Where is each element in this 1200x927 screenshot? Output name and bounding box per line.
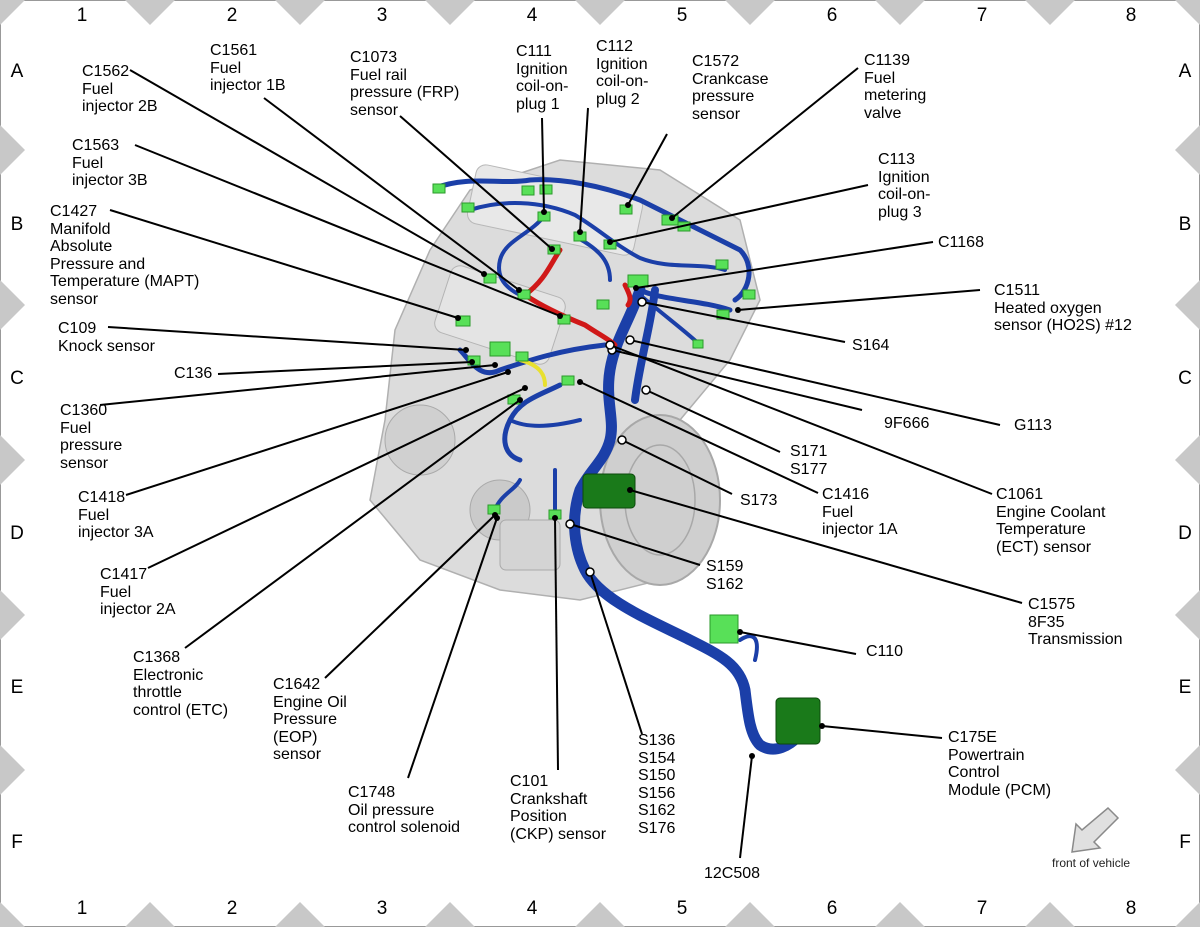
callout-c1427: C1427 Manifold Absolute Pressure and Tem… xyxy=(50,203,200,308)
grid-col-3-top: 3 xyxy=(376,5,388,26)
grid-col-1-top: 1 xyxy=(76,5,88,26)
grid-row-e-right: E xyxy=(1178,677,1192,698)
callout-c110: C110 xyxy=(866,643,904,660)
grid-col-5-bottom: 5 xyxy=(676,898,688,919)
callout-c113: C113 Ignition coil-on- plug 3 xyxy=(878,151,931,221)
callout-c111: C111 Ignition coil-on- plug 1 xyxy=(516,43,569,113)
callout-s173: S173 xyxy=(740,492,778,509)
grid-col-8-bottom: 8 xyxy=(1125,898,1137,919)
callout-c1642: C1642 Engine Oil Pressure (EOP) sensor xyxy=(273,676,347,763)
grid-col-6-top: 6 xyxy=(826,5,838,26)
grid-row-a-left: A xyxy=(10,61,24,82)
grid-col-4-top: 4 xyxy=(526,5,538,26)
callout-g113: G113 xyxy=(1014,417,1052,434)
callout-c175e: C175E Powertrain Control Module (PCM) xyxy=(948,729,1052,799)
callout-c112: C112 Ignition coil-on- plug 2 xyxy=(596,38,649,108)
callout-s171: S171 S177 xyxy=(790,443,828,478)
callout-c1561: C1561 Fuel injector 1B xyxy=(210,42,286,94)
callout-s136-group: S136 S154 S150 S156 S162 S176 xyxy=(638,732,676,837)
callout-c101: C101 Crankshaft Position (CKP) sensor xyxy=(510,773,607,843)
leader-arrowheads xyxy=(455,202,825,759)
grid-row-c-left: C xyxy=(10,368,24,389)
callout-9f666: 9F666 xyxy=(884,415,930,432)
grid-row-d-left: D xyxy=(10,523,24,544)
callout-c1416: C1416 Fuel injector 1A xyxy=(822,486,898,538)
grid-col-2-top: 2 xyxy=(226,5,238,26)
grid-row-f-right: F xyxy=(1179,832,1191,853)
callout-c1511: C1511 Heated oxygen sensor (HO2S) #12 xyxy=(994,282,1132,334)
grid-row-e-left: E xyxy=(10,677,24,698)
grid-row-a-right: A xyxy=(1178,61,1192,82)
callout-c1748: C1748 Oil pressure control solenoid xyxy=(348,784,461,836)
callout-s159: S159 S162 xyxy=(706,558,744,593)
leader-lines xyxy=(99,67,1023,859)
callout-c1360: C1360 Fuel pressure sensor xyxy=(60,402,123,472)
callout-c1139: C1139 Fuel metering valve xyxy=(864,52,927,122)
front-of-vehicle-label: front of vehicle xyxy=(1052,856,1131,870)
callout-c1563: C1563 Fuel injector 3B xyxy=(72,137,148,189)
grid-col-2-bottom: 2 xyxy=(226,898,238,919)
grid-row-c-right: C xyxy=(1178,368,1192,389)
callout-c1562: C1562 Fuel injector 2B xyxy=(82,63,158,115)
grid-col-7-top: 7 xyxy=(976,5,988,26)
callout-c109: C109 Knock sensor xyxy=(58,320,155,355)
front-of-vehicle-arrow-icon xyxy=(1071,806,1120,853)
grid-col-4-bottom: 4 xyxy=(526,898,538,919)
callout-c1368: C1368 Electronic throttle control (ETC) xyxy=(133,649,229,719)
grid-col-1-bottom: 1 xyxy=(76,898,88,919)
grid-row-b-left: B xyxy=(10,214,24,235)
splice-markers xyxy=(565,297,651,577)
grid-col-3-bottom: 3 xyxy=(376,898,388,919)
grid-row-d-right: D xyxy=(1178,523,1192,544)
callout-s164: S164 xyxy=(852,337,890,354)
callout-c1073: C1073 Fuel rail pressure (FRP) sensor xyxy=(350,49,460,119)
callout-c1575: C1575 8F35 Transmission xyxy=(1028,596,1123,648)
callout-c1572: C1572 Crankcase pressure sensor xyxy=(692,53,769,123)
wiring-harness xyxy=(432,177,806,755)
grid-col-8-top: 8 xyxy=(1125,5,1137,26)
grid-row-b-right: B xyxy=(1178,214,1192,235)
grid-col-6-bottom: 6 xyxy=(826,898,838,919)
callout-12c508: 12C508 xyxy=(704,865,761,882)
grid-col-5-top: 5 xyxy=(676,5,688,26)
large-connectors xyxy=(582,473,821,745)
callout-c1417: C1417 Fuel injector 2A xyxy=(100,566,176,618)
callout-c1168: C1168 xyxy=(938,234,984,251)
callout-c136: C136 xyxy=(174,365,213,382)
callout-c1061: C1061 Engine Coolant Temperature (ECT) s… xyxy=(996,486,1106,556)
grid-col-7-bottom: 7 xyxy=(976,898,988,919)
callout-c1418: C1418 Fuel injector 3A xyxy=(78,489,154,541)
grid-row-f-left: F xyxy=(11,832,23,853)
